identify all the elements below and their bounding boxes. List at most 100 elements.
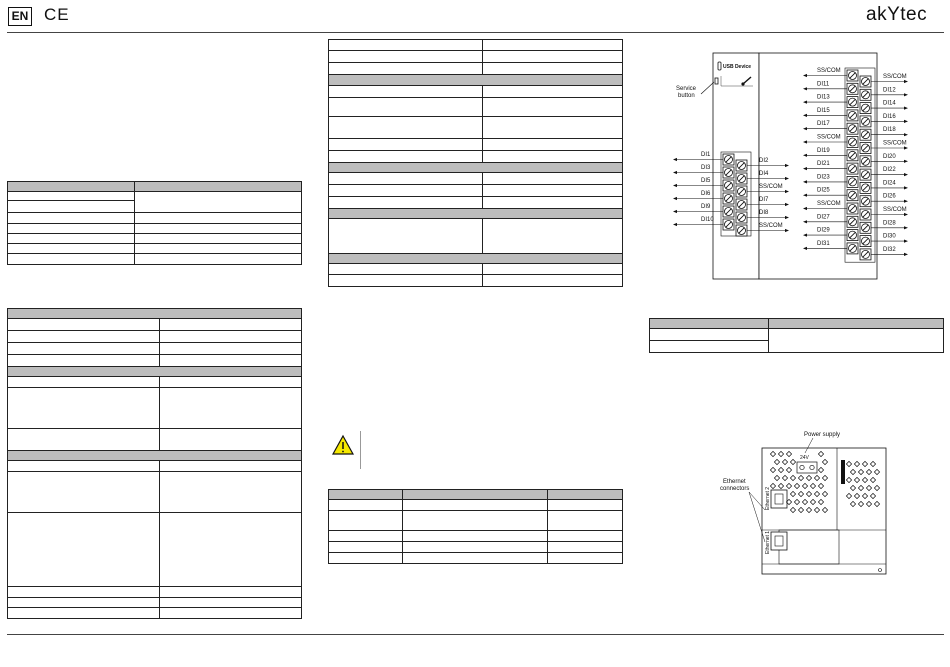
table-row	[328, 196, 623, 209]
table-section-row	[7, 308, 302, 319]
warning-icon	[331, 434, 355, 456]
terminal-label: DI7	[759, 197, 769, 203]
terminal-label: DI13	[817, 95, 830, 101]
table-section-row	[328, 253, 623, 264]
table-row	[7, 191, 302, 213]
terminal-label: DI19	[817, 148, 830, 154]
table-header	[328, 489, 623, 500]
device-body	[712, 52, 760, 280]
table-row	[328, 552, 623, 564]
ethernet-connectors-label-2: connectors	[720, 486, 749, 492]
terminal-block-left: DI1DI3DI5DI6DI9DI10DI2DI4SS/COMDI7DI8SS/…	[673, 151, 789, 237]
table-row	[328, 97, 623, 117]
table-row	[328, 85, 623, 98]
ethernet-port-1	[770, 531, 788, 551]
terminal-block-right: SS/COMDI11DI13DI15DI17SS/COMDI19DI21DI23…	[803, 67, 908, 263]
wiring-diagram: USB Device Service button DI1DI3DI5DI6DI…	[673, 52, 908, 280]
table-row	[328, 541, 623, 553]
table-middle-2	[328, 489, 623, 564]
terminal-label: SS/COM	[883, 141, 907, 147]
table-row	[7, 330, 302, 343]
table-row	[7, 512, 302, 587]
terminal-label: DI18	[883, 127, 896, 133]
ethernet2-label: Ethernet 2	[765, 487, 771, 510]
table-row	[7, 597, 302, 608]
terminal-label: DI1	[701, 152, 711, 158]
terminal-label: DI6	[701, 191, 711, 197]
terminal-label: DI21	[817, 161, 830, 167]
ethernet1-label: Ethernet 1	[765, 531, 771, 554]
table-row	[7, 233, 302, 244]
table-row	[328, 274, 623, 287]
terminal-label: DI14	[883, 101, 896, 107]
table-row	[7, 243, 302, 254]
terminal-label: SS/COM	[817, 135, 841, 141]
table-row	[7, 342, 302, 355]
table-section-row	[328, 162, 623, 173]
terminal-label: DI23	[817, 174, 830, 180]
voltage-label: 24V	[800, 455, 810, 461]
table-header	[7, 181, 302, 192]
table-row	[7, 586, 302, 598]
terminal-label: DI20	[883, 154, 896, 160]
service-button-label: Service	[676, 86, 697, 92]
table-row	[328, 263, 623, 275]
table-row	[328, 499, 623, 511]
table-row	[328, 116, 623, 139]
table-middle-1	[328, 39, 623, 287]
table-section-row	[7, 366, 302, 377]
warning-divider	[360, 431, 361, 469]
brand-logo: akYtec	[866, 4, 928, 25]
terminal-label: DI9	[701, 204, 711, 210]
footer-rule	[7, 634, 944, 635]
table-row	[328, 172, 623, 185]
ce-mark: CE	[44, 5, 70, 24]
terminal-label: DI3	[701, 165, 711, 171]
table-row	[328, 150, 623, 163]
terminal-label: DI12	[883, 87, 896, 93]
terminal-label: DI28	[883, 220, 896, 226]
table-header	[649, 318, 944, 329]
ethernet-connectors-label: Ethernet	[723, 479, 746, 485]
header-rule	[7, 32, 944, 33]
table-row	[328, 510, 623, 531]
language-badge: EN	[8, 7, 32, 26]
table-section-row	[328, 74, 623, 86]
table-row	[328, 62, 623, 75]
table-row	[7, 387, 302, 429]
terminal-label: DI8	[759, 210, 769, 216]
wrench-icon	[741, 76, 752, 86]
table-row	[7, 318, 302, 331]
table-row	[328, 530, 623, 542]
terminal-label: DI26	[883, 194, 896, 200]
terminal-label: DI25	[817, 188, 830, 194]
terminal-label: DI4	[759, 171, 769, 177]
service-button-label-2: button	[678, 93, 695, 99]
usb-device-label: USB Device	[723, 64, 751, 70]
terminal-label: DI32	[883, 247, 896, 253]
power-supply-label: Power supply	[804, 432, 840, 438]
table-row	[328, 184, 623, 197]
ventilation-grille	[769, 450, 881, 514]
terminal-label: SS/COM	[883, 74, 907, 80]
terminal-label: DI11	[817, 81, 830, 87]
service-button	[714, 77, 719, 85]
terminal-label: DI27	[817, 214, 830, 220]
terminal-label: DI31	[817, 241, 830, 247]
table-row	[7, 376, 302, 388]
table-row	[7, 253, 302, 265]
table-row	[328, 218, 623, 254]
table-left-2	[7, 308, 302, 619]
table-row	[7, 223, 302, 234]
terminal-label: DI2	[759, 158, 769, 164]
terminal-label: SS/COM	[817, 68, 841, 74]
table-section-row	[7, 450, 302, 461]
table-right-1	[649, 318, 944, 353]
table-row	[7, 460, 302, 472]
table-row	[328, 39, 623, 51]
terminal-label: DI5	[701, 178, 711, 184]
table-row	[649, 328, 944, 353]
table-row	[328, 138, 623, 151]
table-row	[328, 50, 623, 63]
power-terminal	[796, 461, 818, 474]
